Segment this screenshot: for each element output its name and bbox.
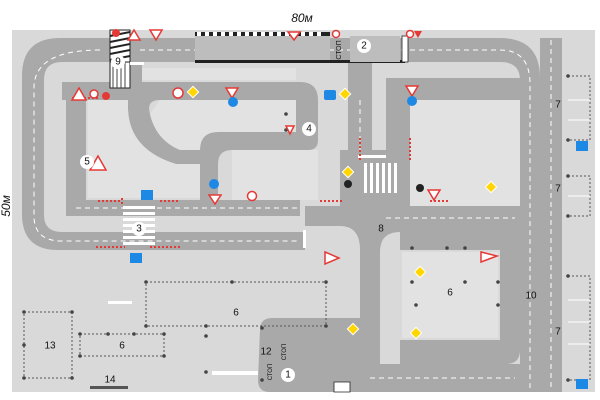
no-parking-sign <box>246 190 258 202</box>
zone-7a-label: 7 <box>555 100 561 111</box>
info-sign <box>324 90 336 100</box>
zone-6c-label: 6 <box>447 288 453 299</box>
warning-sign-right-lower <box>480 251 500 264</box>
width-dimension-label: 80м <box>291 11 313 25</box>
parking-lines-right <box>568 99 590 345</box>
crosswalk-sign <box>141 190 153 200</box>
priority-road-sign-7 <box>346 322 360 336</box>
zone-labels: 1 2 3 4 5 6 6 6 7 7 7 8 9 10 12 13 14 <box>44 39 561 386</box>
zone-12-label: 12 <box>260 347 272 358</box>
stop-text-top: СТОП <box>336 40 343 59</box>
priority-road-sign-3 <box>484 180 498 194</box>
warning-sign <box>126 28 142 41</box>
priority-road-sign-4 <box>341 165 355 179</box>
zone-8-label: 8 <box>378 224 384 235</box>
zone-14-scale-bar <box>90 386 128 389</box>
info-sign-bottom <box>130 253 142 263</box>
no-stopping-sign <box>89 89 99 99</box>
zone-6a-label: 6 <box>233 308 239 319</box>
no-entry-sign-2 <box>102 92 110 100</box>
priority-road-sign <box>186 85 200 99</box>
zone-3-label: 3 <box>136 224 142 235</box>
warning-sign-left <box>70 86 88 101</box>
zone-5-label: 5 <box>84 157 90 168</box>
prohibition-sign-top <box>331 29 341 39</box>
stop-lines <box>108 62 306 375</box>
info-sign-bottom-right-2 <box>576 379 588 389</box>
prohibition-sign-1 <box>172 87 184 99</box>
zone-7b-label: 7 <box>555 184 561 195</box>
cone-posts <box>22 74 570 382</box>
traffic-signs <box>70 28 588 393</box>
zone-14-label: 14 <box>104 375 116 386</box>
stop-text-left: СТОП <box>282 344 288 361</box>
give-way-sign-top <box>286 31 302 42</box>
warning-sign-4 <box>284 125 296 136</box>
zone-2-label: 2 <box>361 41 367 52</box>
height-dimension-label: 50м <box>0 195 13 217</box>
zone-4-label: 4 <box>306 124 312 135</box>
direction-sign-blue <box>228 97 238 107</box>
warning-sign-5 <box>88 154 108 171</box>
traffic-light-2 <box>416 184 424 192</box>
priority-road-sign-2 <box>338 87 352 101</box>
zone-1-label: 1 <box>285 370 291 381</box>
crosswalk-center <box>358 155 397 193</box>
prohibition-sign-top-2 <box>405 29 415 39</box>
islands <box>88 68 520 338</box>
priority-road-sign-5 <box>413 265 427 279</box>
yield-sign-right <box>404 85 420 98</box>
railway-crossing <box>109 29 131 89</box>
zone-6b-label: 6 <box>119 341 125 352</box>
warning-sign-bottom <box>324 250 341 266</box>
yield-sign-mid <box>207 194 223 206</box>
checkered-zone-2 <box>195 32 409 63</box>
no-entry-sign <box>112 29 120 37</box>
info-sign-bottom-right <box>576 141 588 151</box>
zone-13-label: 13 <box>44 341 56 352</box>
priority-road-sign-6 <box>409 326 423 340</box>
road-markings <box>33 40 552 390</box>
traffic-light <box>344 180 352 188</box>
direction-sign-mid <box>209 179 219 189</box>
cars-bottom <box>333 381 351 393</box>
yield-sign <box>148 29 164 42</box>
direction-sign-right <box>407 96 417 106</box>
stop-text-bottom: СТОП <box>268 364 274 381</box>
yield-sign-center <box>426 189 442 202</box>
warning-sign-top-right <box>414 31 422 38</box>
yield-sign-2 <box>224 87 240 100</box>
zone-7c-label: 7 <box>555 327 561 338</box>
zone-10-label: 10 <box>525 291 537 302</box>
zone-9-label: 9 <box>115 57 121 68</box>
